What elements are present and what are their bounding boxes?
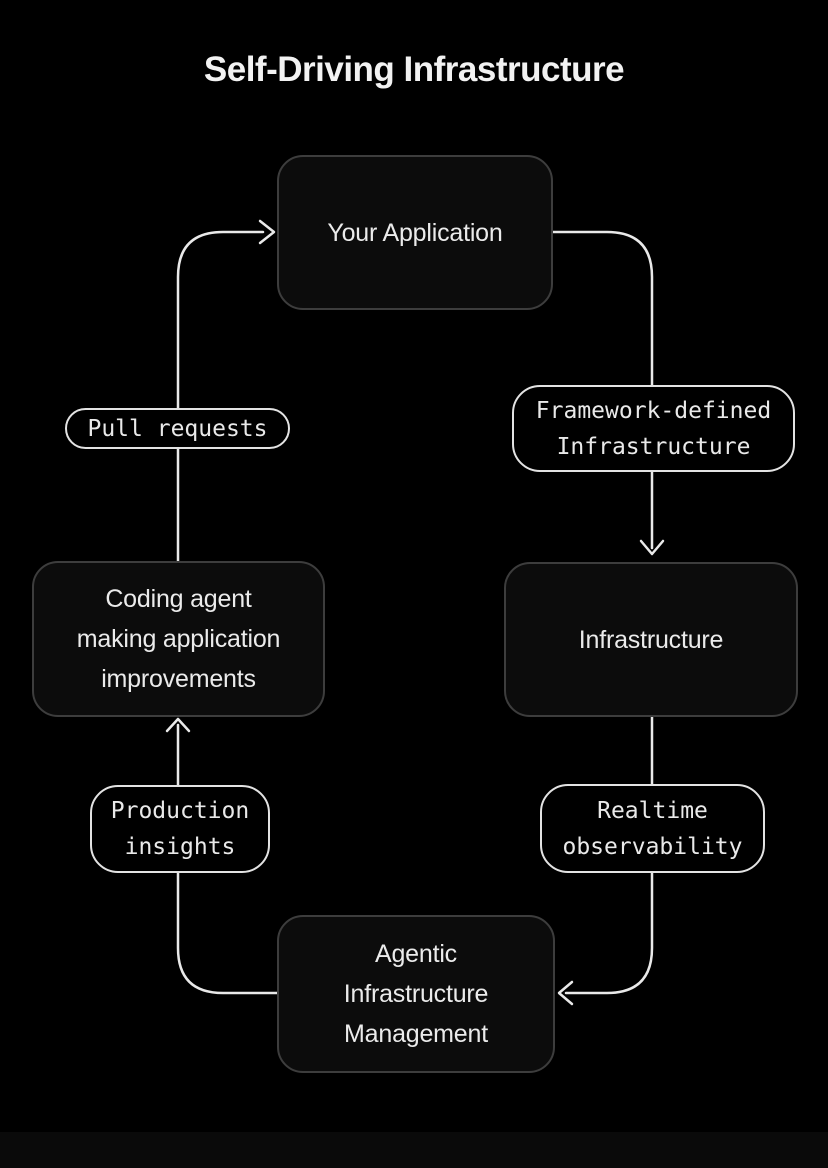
node-label: Infrastructure [578,625,724,654]
arrowhead-into-agentic [557,980,574,1006]
node-label-line: improvements [101,665,256,693]
arrowhead-into-infrastructure [639,539,665,556]
arrowhead-into-coding-agent [165,717,191,733]
edge-label-line: Realtime [597,797,708,824]
node-label-line: Agentic [375,940,457,968]
node-label-line: Management [344,1020,488,1048]
node-label-line: making application [76,625,281,653]
connector-infrastructure-to-agentic [564,715,654,995]
diagram-title: Self-Driving Infrastructure [203,50,625,89]
connector-agentic-to-coding-agent [176,723,279,995]
edge-label-realtime-observability: Realtime observability [540,784,765,873]
edge-label-line: Infrastructure [556,433,751,460]
edge-label-line: observability [562,833,743,860]
node-infrastructure: Infrastructure [504,562,798,717]
node-your-application: Your Application [277,155,553,310]
bottom-band [0,1132,828,1168]
edge-label-production-insights: Production insights [90,785,270,873]
edge-label-line: insights [124,834,236,860]
arrowhead-into-your-application [258,219,276,245]
node-coding-agent-making-application-improvements: Coding agent making application improvem… [32,561,325,717]
node-label-line: Infrastructure [343,980,489,1008]
edge-label-framework-defined-infrastructure: Framework-defined Infrastructure [512,385,795,472]
edge-label-line: Production [110,798,250,824]
edge-label-line: Framework-defined [535,397,772,424]
edge-label-pull-requests: Pull requests [65,408,290,449]
edge-label-line: Pull requests [87,415,268,442]
node-label: Your Application [327,218,503,247]
node-label-line: Coding agent [105,585,252,613]
connector-coding-agent-to-your-application [176,230,265,563]
connector-your-application-to-infrastructure [551,230,654,550]
node-agentic-infrastructure-management: Agentic Infrastructure Management [277,915,555,1073]
